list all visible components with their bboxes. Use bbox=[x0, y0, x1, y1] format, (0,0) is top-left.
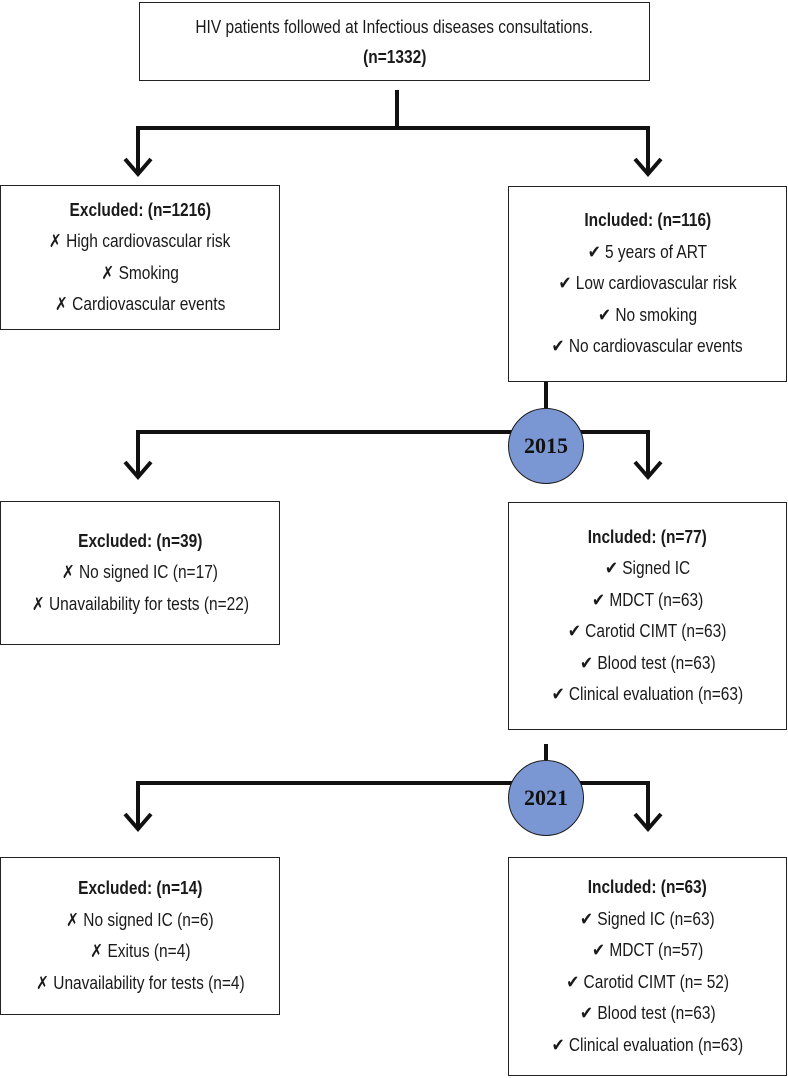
stage3-excluded-title: Excluded: (n=14) bbox=[77, 878, 203, 898]
list-item: ✗Cardiovascular events bbox=[55, 289, 225, 321]
check-icon: ✔ bbox=[597, 304, 611, 325]
check-icon: ✔ bbox=[566, 971, 580, 992]
check-icon: ✔ bbox=[558, 273, 572, 294]
cross-icon: ✗ bbox=[66, 909, 80, 930]
list-item: ✔Clinical evaluation (n=63) bbox=[552, 1030, 744, 1062]
list-item: ✗No signed IC (n=6) bbox=[66, 905, 214, 937]
cross-icon: ✗ bbox=[54, 294, 68, 314]
stage2-included-title: Included: (n=77) bbox=[587, 526, 708, 547]
check-icon: ✔ bbox=[551, 1034, 565, 1055]
list-item: ✔Blood test (n=63) bbox=[580, 648, 716, 680]
stage1-excluded-title: Excluded: (n=1216) bbox=[69, 199, 211, 220]
list-item: ✔Signed IC bbox=[605, 553, 690, 585]
population-label: HIV patients followed at Infectious dise… bbox=[195, 16, 594, 37]
list-item: ✔Carotid CIMT (n=63) bbox=[568, 616, 727, 648]
list-item: ✗No signed IC (n=17) bbox=[62, 557, 218, 589]
list-item: ✔MDCT (n=57) bbox=[592, 935, 703, 967]
population-box: HIV patients followed at Infectious dise… bbox=[139, 2, 650, 81]
list-item: ✔5 years of ART bbox=[588, 237, 707, 269]
check-icon: ✔ bbox=[551, 336, 565, 357]
list-item: ✗Unavailability for tests (n=4) bbox=[36, 968, 245, 1000]
check-icon: ✔ bbox=[568, 621, 582, 641]
list-item: ✗Exitus (n=4) bbox=[90, 936, 190, 968]
check-icon: ✔ bbox=[591, 589, 605, 610]
stage1-included-box: Included: (n=116) ✔5 years of ART ✔Low c… bbox=[508, 186, 787, 382]
stage1-included-title: Included: (n=116) bbox=[584, 210, 711, 231]
year-2021-badge: 2021 bbox=[508, 760, 584, 836]
check-icon: ✔ bbox=[591, 940, 605, 960]
stage2-included-box: Included: (n=77) ✔Signed IC ✔MDCT (n=63)… bbox=[508, 502, 787, 730]
stage2-excluded-box: Excluded: (n=39) ✗No signed IC (n=17) ✗U… bbox=[0, 501, 280, 645]
cross-icon: ✗ bbox=[89, 941, 103, 961]
check-icon: ✔ bbox=[579, 652, 593, 673]
check-icon: ✔ bbox=[579, 1003, 593, 1023]
list-item: ✔Signed IC (n=63) bbox=[580, 904, 715, 936]
list-item: ✗High cardiovascular risk bbox=[49, 226, 231, 258]
list-item: ✗Unavailability for tests (n=22) bbox=[31, 589, 248, 621]
list-item: ✔Carotid CIMT (n= 52) bbox=[566, 967, 729, 999]
check-icon: ✔ bbox=[587, 241, 601, 262]
stage3-included-box: Included: (n=63) ✔Signed IC (n=63) ✔MDCT… bbox=[508, 857, 787, 1076]
check-icon: ✔ bbox=[580, 908, 594, 929]
cross-icon: ✗ bbox=[35, 972, 49, 993]
list-item: ✔MDCT (n=63) bbox=[592, 585, 703, 617]
year-2015-badge: 2015 bbox=[508, 408, 584, 484]
cross-icon: ✗ bbox=[101, 262, 115, 283]
list-item: ✔No cardiovascular events bbox=[552, 331, 743, 363]
cross-icon: ✗ bbox=[31, 593, 45, 614]
list-item: ✔Blood test (n=63) bbox=[580, 998, 716, 1030]
check-icon: ✔ bbox=[551, 684, 565, 704]
stage1-excluded-box: Excluded: (n=1216) ✗High cardiovascular … bbox=[0, 185, 280, 330]
cross-icon: ✗ bbox=[61, 562, 75, 583]
list-item: ✔No smoking bbox=[598, 300, 697, 332]
check-icon: ✔ bbox=[604, 558, 618, 578]
stage3-included-title: Included: (n=63) bbox=[587, 877, 708, 897]
population-count: (n=1332) bbox=[362, 46, 427, 67]
list-item: ✗Smoking bbox=[101, 258, 179, 290]
stage3-excluded-box: Excluded: (n=14) ✗No signed IC (n=6) ✗Ex… bbox=[0, 857, 280, 1015]
list-item: ✔Low cardiovascular risk bbox=[558, 268, 736, 300]
stage2-excluded-title: Excluded: (n=39) bbox=[77, 530, 203, 551]
list-item: ✔Clinical evaluation (n=63) bbox=[552, 679, 744, 711]
cross-icon: ✗ bbox=[49, 231, 63, 251]
